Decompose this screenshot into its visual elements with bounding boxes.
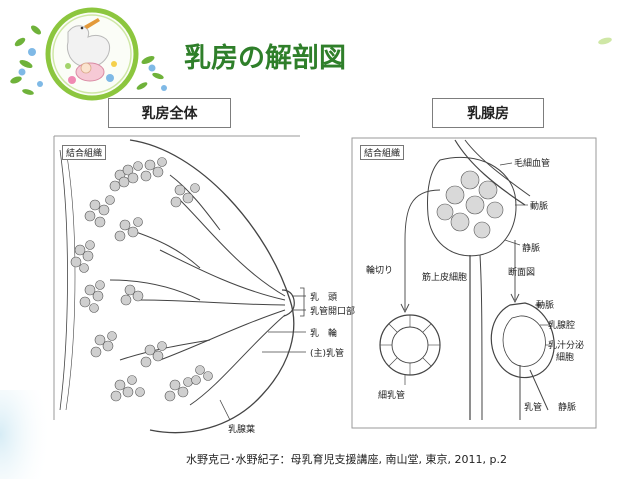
duct-opening-label: 乳管開口部 xyxy=(310,307,356,317)
secretory-cell-label-1: 乳汁分泌 xyxy=(548,341,585,351)
lobule-cluster xyxy=(109,161,143,192)
cross-section-label: 輪切り xyxy=(366,266,394,276)
nipple-label: 乳 頭 xyxy=(310,293,338,303)
logo-illustration xyxy=(10,7,167,101)
right-connective-tissue-label: 結合組織 xyxy=(360,145,405,160)
right-panel-label: 乳腺房 xyxy=(432,98,544,128)
leaf-ornament-icon xyxy=(598,37,612,45)
fine-duct-label: 細乳管 xyxy=(378,391,406,401)
main-duct-label: (主)乳管 xyxy=(310,349,345,359)
lobe-label: 乳腺葉 xyxy=(228,425,256,435)
secretory-cell-label-2: 細胞 xyxy=(556,353,575,363)
artery-top-label: 動脈 xyxy=(530,202,549,212)
left-panel-label: 乳房全体 xyxy=(108,98,231,128)
right-diagram xyxy=(351,137,597,429)
left-diagram xyxy=(53,135,306,434)
decorative-glow xyxy=(0,390,52,479)
page-title: 乳房の解剖図 xyxy=(184,43,346,74)
source-citation: 水野克己･水野紀子：母乳育児支援講座, 南山堂, 東京, 2011, p.2 xyxy=(186,453,507,466)
capillary-label: 毛細血管 xyxy=(514,159,551,169)
areola-label: 乳 輪 xyxy=(310,329,338,339)
vein-mid-label: 静脈 xyxy=(522,244,541,254)
left-connective-tissue-label: 結合組織 xyxy=(62,145,107,160)
vein-bottom-label: 静脈 xyxy=(558,403,577,413)
section-view-label: 断面図 xyxy=(508,268,536,278)
alveolar-lumen-label: 乳腺腔 xyxy=(548,321,576,331)
duct-label: 乳管 xyxy=(524,403,543,413)
artery-bottom-label: 動脈 xyxy=(536,301,555,311)
myoepithelial-label: 筋上皮細胞 xyxy=(422,273,468,283)
